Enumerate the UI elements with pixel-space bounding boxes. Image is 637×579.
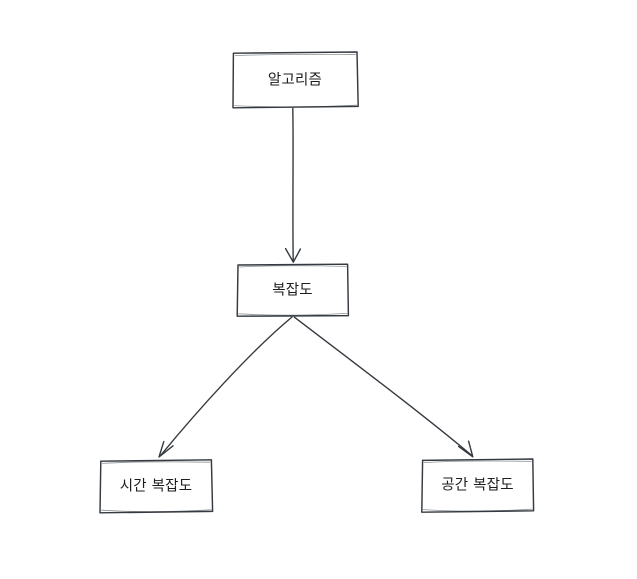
edge-complexity-to-space-complexity-line: [293, 316, 473, 456]
node-space-complexity-sketch-stroke-2: [422, 508, 533, 512]
edge-complexity-to-space-complexity-arrowhead: [457, 440, 474, 458]
node-space-complexity-shape: [421, 458, 535, 513]
node-algorithm-label: 알고리즘: [268, 72, 322, 89]
node-space-complexity-label: 공간 복잡도: [441, 477, 514, 494]
node-algorithm-shape: [232, 51, 359, 109]
edge-complexity-to-time-complexity-arrowhead: [158, 440, 174, 458]
node-space-complexity-sketch-stroke: [423, 460, 532, 463]
edge-algorithm-to-complexity: [284, 107, 302, 263]
edge-algorithm-to-complexity-arrowhead: [284, 247, 302, 263]
node-algorithm-sketch-stroke: [234, 53, 356, 56]
edge-complexity-to-space-complexity: [293, 316, 474, 458]
node-time-complexity[interactable]: 시간 복잡도: [99, 459, 214, 514]
node-complexity-label: 복잡도: [272, 282, 313, 299]
node-complexity[interactable]: 복잡도: [236, 263, 350, 317]
node-time-complexity-sketch-stroke-2: [101, 509, 212, 512]
node-complexity-sketch-stroke: [239, 265, 347, 268]
node-time-complexity-sketch-stroke: [102, 461, 211, 464]
node-complexity-shape: [236, 263, 350, 317]
node-complexity-sketch-stroke-2: [238, 313, 348, 316]
node-space-complexity[interactable]: 공간 복잡도: [421, 458, 535, 513]
edge-complexity-to-time-complexity: [158, 316, 293, 458]
node-algorithm-sketch-stroke-2: [234, 104, 358, 108]
edge-complexity-to-time-complexity-line: [159, 316, 293, 457]
node-time-complexity-shape: [99, 459, 214, 514]
node-algorithm[interactable]: 알고리즘: [232, 51, 359, 109]
node-time-complexity-label: 시간 복잡도: [120, 478, 193, 495]
